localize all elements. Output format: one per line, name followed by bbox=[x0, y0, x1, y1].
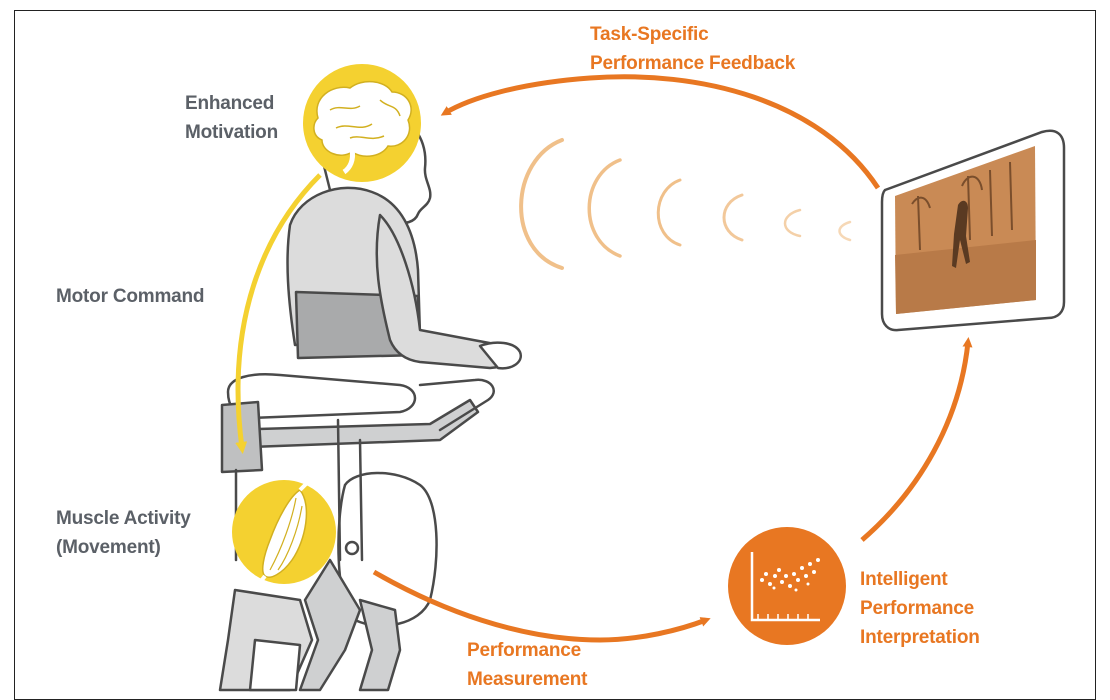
sound-waves-icon bbox=[519, 138, 852, 270]
motor-command-label: Motor Command bbox=[56, 282, 205, 311]
person-icon bbox=[218, 105, 523, 692]
interpretation-arrow bbox=[860, 337, 973, 542]
interpretation-label-line-2: Performance bbox=[860, 598, 974, 619]
brain-icon bbox=[303, 64, 421, 182]
motivation-label-line-2: Motivation bbox=[185, 122, 278, 143]
feedback-label: Task-Specific Performance Feedback bbox=[590, 20, 795, 78]
interpretation-label: Intelligent Performance Interpretation bbox=[860, 565, 980, 652]
motivation-label-line-1: Enhanced bbox=[185, 93, 275, 114]
feedback-label-line-1: Task-Specific bbox=[590, 24, 709, 45]
monitor-icon bbox=[880, 129, 1066, 332]
diagram-frame bbox=[14, 10, 1096, 700]
measurement-label-line-1: Performance bbox=[467, 640, 581, 661]
measurement-label: Performance Measurement bbox=[467, 636, 587, 694]
interpretation-label-line-1: Intelligent bbox=[860, 569, 948, 590]
measurement-arrow bbox=[372, 569, 711, 643]
muscle-label-line-1: Muscle Activity bbox=[56, 508, 191, 529]
muscle-icon bbox=[232, 480, 336, 587]
motor-command-label-text: Motor Command bbox=[56, 286, 205, 307]
feedback-arrow bbox=[440, 74, 881, 190]
muscle-label: Muscle Activity (Movement) bbox=[56, 504, 191, 562]
interpretation-label-line-3: Interpretation bbox=[860, 627, 980, 648]
muscle-label-line-2: (Movement) bbox=[56, 537, 161, 558]
measurement-label-line-2: Measurement bbox=[467, 669, 588, 690]
motivation-label: Enhanced Motivation bbox=[185, 89, 278, 147]
motor-command-arrow bbox=[235, 173, 322, 454]
feedback-label-line-2: Performance Feedback bbox=[590, 53, 796, 74]
scatter-plot-icon bbox=[728, 527, 846, 645]
